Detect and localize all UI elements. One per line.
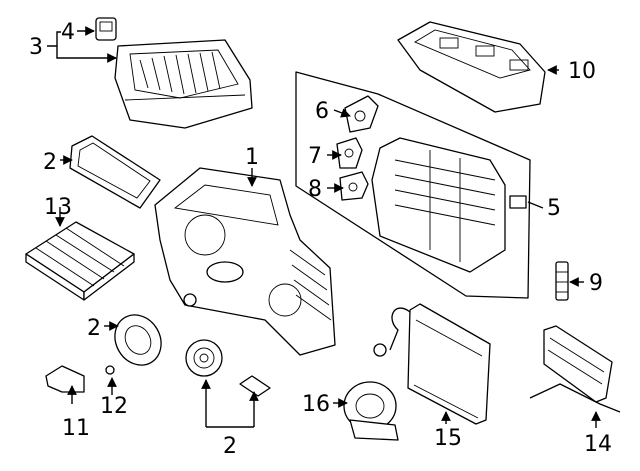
callout-4: 4 [61,20,75,45]
part-4-actuator [95,17,117,41]
part-8-actuator [339,171,369,201]
part-10-duct [397,21,546,113]
callout-2-oval-seal: 2 [87,316,101,341]
part-2-filter-frame [69,135,161,209]
callout-1: 1 [245,145,259,170]
part-2-pad [239,375,271,397]
part-14-heater-core [529,325,621,413]
part-7-actuator [336,137,363,169]
part-5-boundary [295,71,531,299]
part-15-evaporator [373,303,491,425]
part-2-oval-seal [114,314,162,366]
part-16-blower-motor [343,381,399,441]
part-5-module [371,137,527,273]
callout-2-filter-frame: 2 [43,150,57,175]
callout-10: 10 [568,59,596,84]
part-11-bracket [45,365,85,393]
callout-13: 13 [44,195,72,220]
callout-16: 16 [302,392,330,417]
callout-15: 15 [434,426,462,451]
callout-14: 14 [584,432,612,457]
part-13-cabin-filter [25,221,135,301]
part-1-hvac-housing [154,167,336,356]
part-9-sensor [555,261,569,301]
callout-3: 3 [29,35,43,60]
part-12-grommet [105,365,115,375]
callout-6: 6 [315,99,329,124]
leader-lines [47,26,601,428]
callout-2-bottom: 2 [223,434,237,459]
callout-8: 8 [308,177,322,202]
callout-5: 5 [547,196,561,221]
callout-11: 11 [62,416,90,441]
callout-9: 9 [589,271,603,296]
callout-7: 7 [308,144,322,169]
part-6-actuator [344,95,379,133]
callout-12: 12 [100,394,128,419]
part-3-upper-housing [114,39,253,129]
part-2-round-seal [185,339,223,377]
